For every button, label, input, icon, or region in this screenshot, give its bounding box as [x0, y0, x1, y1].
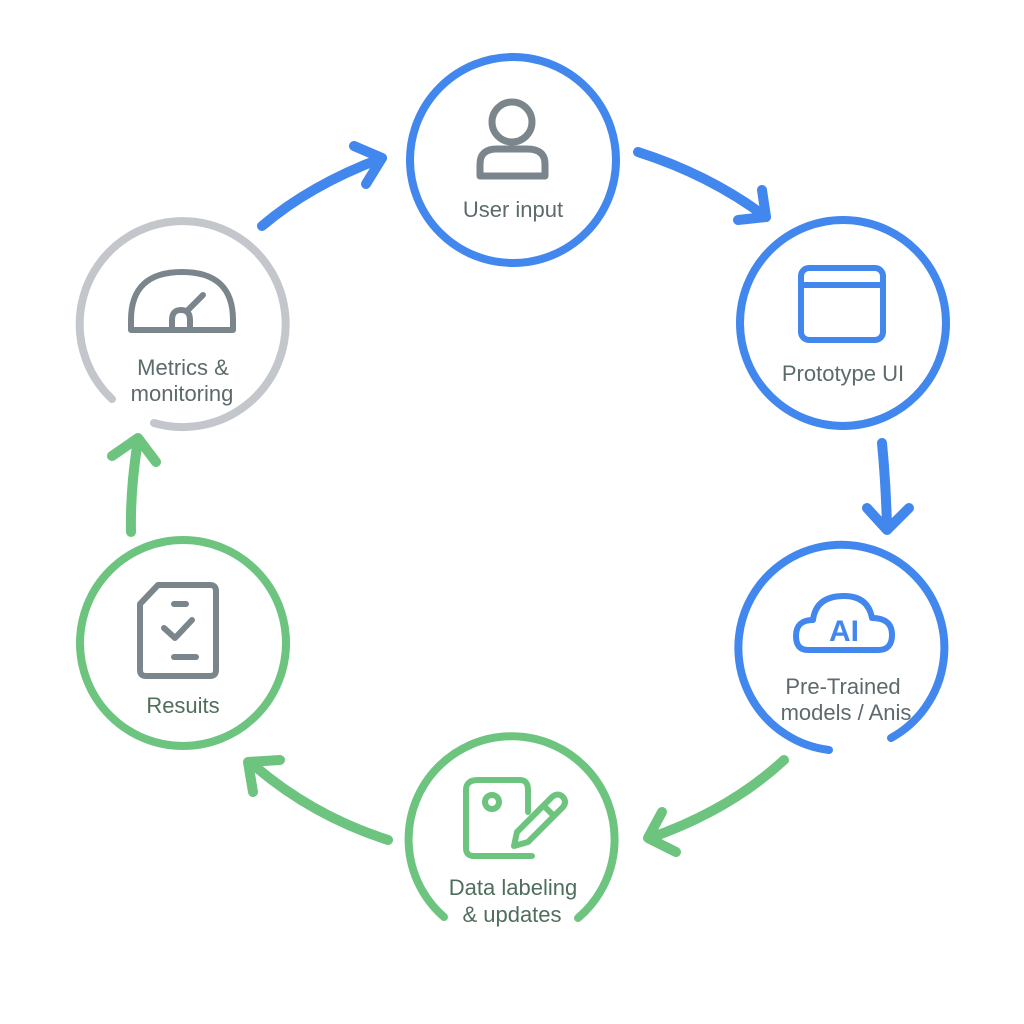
node-label-line-1: Pre-Trained: [785, 674, 900, 699]
edge-results-to-metrics: [107, 433, 161, 537]
node-label-line-2: monitoring: [131, 381, 234, 406]
arrow-shaft: [877, 438, 892, 533]
node-pre-trained-models[interactable]: AI Pre-Trained models / Anis: [734, 540, 949, 754]
arrow-shaft: [645, 755, 789, 843]
browser-window-icon: [798, 265, 886, 343]
node-ring: [406, 53, 620, 267]
node-label: Prototype UI: [782, 361, 904, 386]
node-ring: [75, 217, 290, 432]
arrow-shaft: [125, 435, 143, 537]
node-metrics-monitoring[interactable]: Metrics & monitoring: [75, 217, 290, 432]
edge-prototype-to-pretrained: [862, 438, 914, 535]
node-label-line-2: & updates: [462, 902, 561, 927]
document-edit-icon: [463, 777, 568, 859]
node-prototype-ui[interactable]: Prototype UI: [736, 216, 950, 430]
arrow-head: [349, 141, 387, 189]
node-ring: [736, 216, 950, 430]
arrow-head: [733, 185, 771, 225]
user-icon: [476, 98, 549, 180]
arrow-shaft: [257, 153, 387, 231]
node-label-line-2: models / Anis: [781, 700, 912, 725]
node-ring: [734, 540, 949, 754]
node-ring: [76, 536, 290, 750]
arrow-shaft: [245, 757, 393, 845]
edge-data-labeling-to-results: [243, 755, 393, 845]
node-label: User input: [463, 197, 563, 222]
ai-icon-text: AI: [829, 615, 859, 648]
node-user-input[interactable]: User input: [406, 53, 620, 267]
arrow-shaft: [633, 147, 771, 222]
arrow-head: [862, 503, 914, 535]
edge-pretrained-to-data-labeling: [643, 755, 789, 857]
arrow-head: [107, 433, 161, 467]
node-ring: [404, 732, 619, 922]
document-check-icon: [137, 582, 219, 679]
arrow-head: [643, 807, 681, 857]
node-results[interactable]: Resuits: [76, 536, 290, 750]
arrow-head: [243, 755, 285, 797]
edge-metrics-to-user-input: [257, 141, 387, 231]
node-label-line-1: Metrics &: [137, 355, 229, 380]
edge-user-input-to-prototype: [633, 147, 771, 225]
ai-cloud-icon: AI: [793, 593, 895, 653]
node-label: Resuits: [146, 693, 219, 718]
node-data-labeling[interactable]: Data labeling & updates: [404, 732, 619, 927]
gauge-icon: [128, 269, 236, 333]
node-label-line-1: Data labeling: [449, 875, 577, 900]
